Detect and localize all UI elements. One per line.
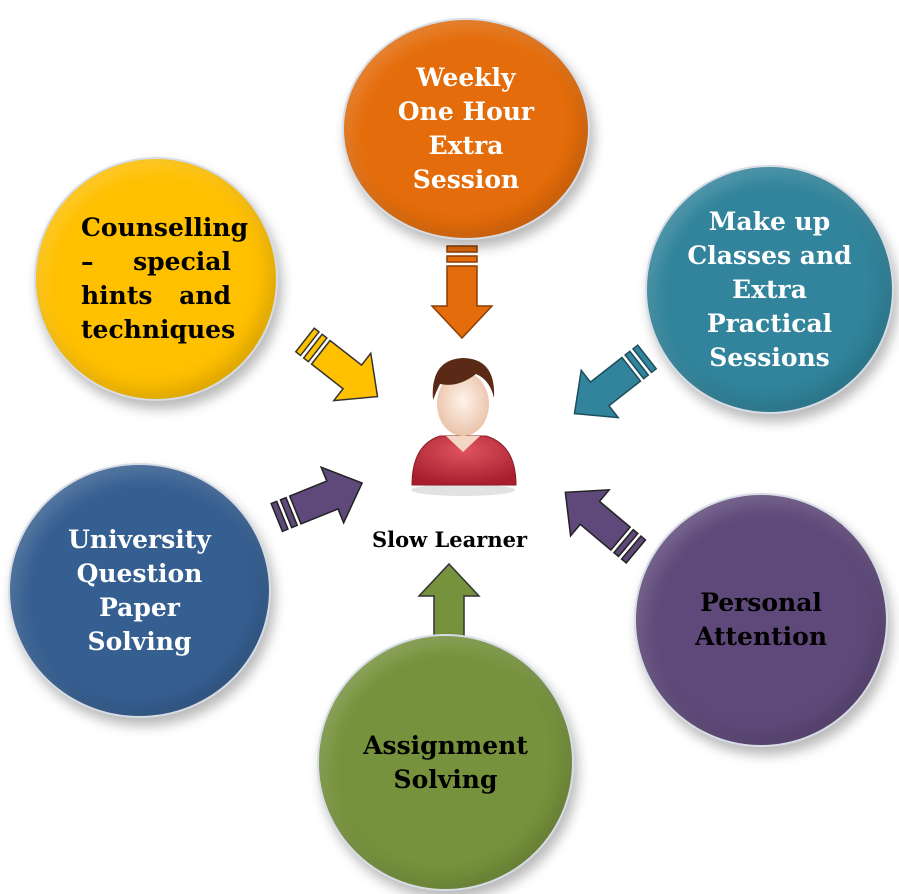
node-university-label: University Question Paper Solving [68, 524, 211, 656]
node-weekly-label: Weekly One Hour Extra Session [397, 63, 535, 194]
arrow-makeup [555, 332, 667, 439]
arrow-univ [264, 454, 375, 547]
node-assignment-solving: Assignment Solving [317, 634, 574, 891]
person-avatar-icon [411, 358, 517, 496]
node-weekly-session: Weekly One Hour Extra Session [342, 18, 590, 240]
node-personal-attention: Personal Attention [634, 493, 888, 747]
node-personal-label: Personal Attention [694, 588, 828, 651]
node-university-paper: University Question Paper Solving [8, 463, 271, 718]
node-counselling-label: Counselling – special hints and techniqu… [81, 213, 249, 344]
node-makeup-label: Make up Classes and Extra Practical Sess… [687, 206, 852, 372]
arrow-weekly [431, 245, 493, 339]
arrow-counsel [285, 315, 397, 422]
node-assignment-label: Assignment Solving [363, 730, 528, 794]
arrow-personal [545, 468, 656, 576]
center-label: Slow Learner [372, 527, 528, 552]
node-makeup-classes: Make up Classes and Extra Practical Sess… [645, 165, 894, 414]
node-counselling: Counselling – special hints and techniqu… [34, 157, 278, 401]
